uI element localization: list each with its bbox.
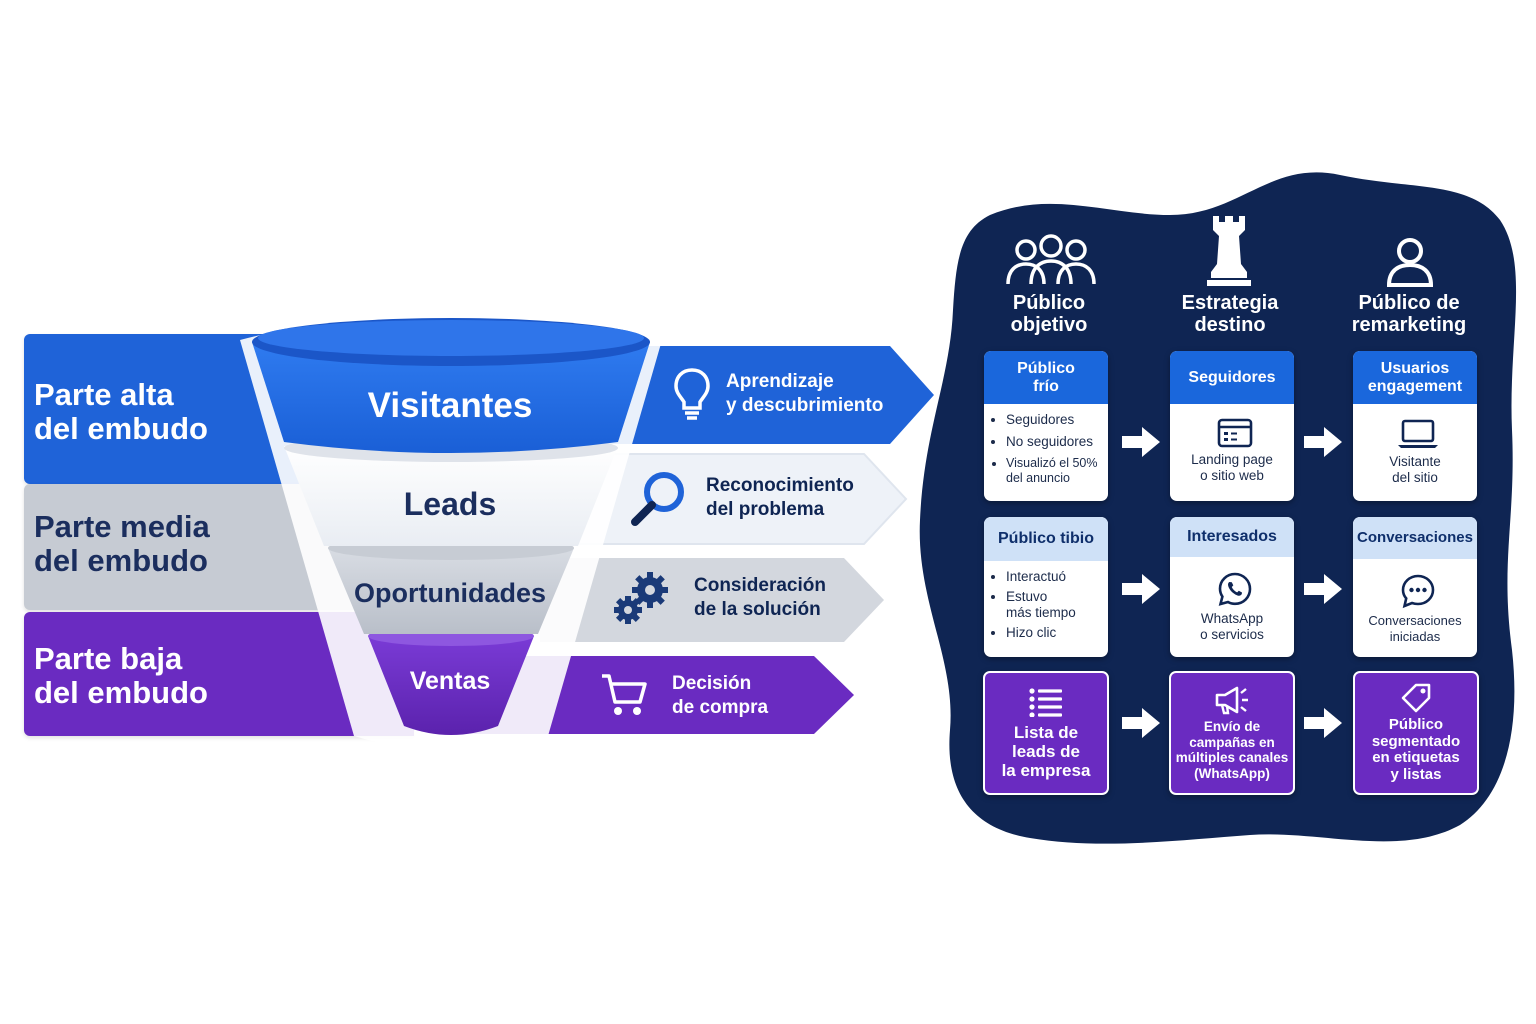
card-header: Público frío xyxy=(984,351,1108,404)
list-item: No seguidores xyxy=(1006,434,1102,450)
megaphone-icon xyxy=(1215,686,1248,715)
arrow-problem xyxy=(560,453,908,545)
card-cold-audience: Público frío Seguidores No seguidores Vi… xyxy=(984,351,1108,501)
flow-arrow-right xyxy=(1122,574,1160,604)
whatsapp-icon xyxy=(1218,572,1252,606)
arrow-label-problem: Reconocimiento del problema xyxy=(706,475,854,520)
list-item: Estuvo más tiempo xyxy=(1006,589,1102,621)
card-header: Público tibio xyxy=(984,517,1108,561)
funnel-level-leads: Leads xyxy=(403,486,497,522)
flow-arrow-right xyxy=(1304,574,1342,604)
funnel-level-visitors: Visitantes xyxy=(367,386,533,425)
flow-arrow-right xyxy=(1122,427,1160,457)
chess-rook-icon xyxy=(1207,216,1251,286)
card-header: Seguidores xyxy=(1170,351,1294,404)
arrow-label-learning: Aprendizaje y descubrimiento xyxy=(726,371,884,416)
card-header: Usuarios engagement xyxy=(1353,351,1477,404)
band-label-middle: Parte media del embudo xyxy=(34,509,210,578)
card-conversations: Conversaciones Conversaciones iniciadas xyxy=(1353,517,1477,657)
arrow-label-purchase: Decisión de compra xyxy=(672,673,769,718)
card-header: Interesados xyxy=(1170,517,1294,557)
gears-icon xyxy=(614,572,668,624)
band-label-top: Parte alta del embudo xyxy=(34,377,208,446)
list-item: Interactuó xyxy=(1006,569,1102,585)
flow-arrow-right xyxy=(1304,708,1342,738)
column-title-destination-strategy: Estrategia destino xyxy=(1181,292,1279,336)
flow-arrow-right xyxy=(1122,708,1160,738)
list-item: Seguidores xyxy=(1006,412,1102,428)
card-text: Visitante del sitio xyxy=(1389,454,1441,485)
list-item: Visualizó el 50% del anuncio xyxy=(1006,456,1102,486)
card-header: Conversaciones xyxy=(1353,517,1477,559)
laptop-icon xyxy=(1398,419,1438,448)
card-text: Conversaciones iniciadas xyxy=(1368,613,1462,644)
column-title-remarketing-audience: Público de remarketing xyxy=(1351,292,1467,336)
card-text: Landing page o sitio web xyxy=(1191,452,1273,483)
browser-window-icon xyxy=(1217,418,1253,448)
list-icon xyxy=(1029,688,1062,717)
funnel xyxy=(240,313,662,751)
lightbulb-icon xyxy=(674,368,710,420)
card-warm-audience: Público tibio Interactuó Estuvo más tiem… xyxy=(984,517,1108,657)
user-icon xyxy=(1386,238,1434,287)
arrow-learning xyxy=(560,346,934,444)
card-engaged-users: Usuarios engagement Visitante del sitio xyxy=(1353,351,1477,501)
flow-arrow-right xyxy=(1304,427,1342,457)
list-item: Hizo clic xyxy=(1006,625,1102,641)
card-text: Envío de campañas en múltiples canales (… xyxy=(1175,719,1289,781)
card-text: Público segmentado en etiquetas y listas xyxy=(1371,716,1461,783)
card-company-leads-list: Lista de leads de la empresa xyxy=(983,671,1109,795)
funnel-level-sales: Ventas xyxy=(409,667,491,695)
magnifier-icon xyxy=(631,472,684,526)
card-multichannel-campaigns: Envío de campañas en múltiples canales (… xyxy=(1169,671,1295,795)
card-followers: Seguidores Landing page o sitio web xyxy=(1170,351,1294,501)
card-interested: Interesados WhatsApp o servicios xyxy=(1170,517,1294,657)
column-title-target-audience: Público objetivo xyxy=(1010,292,1088,336)
chat-bubble-icon xyxy=(1401,574,1435,609)
cart-icon xyxy=(602,674,647,715)
funnel-level-opportunities: Oportunidades xyxy=(353,578,546,608)
card-segmented-audience: Público segmentado en etiquetas y listas xyxy=(1353,671,1479,795)
tag-icon xyxy=(1401,683,1431,713)
people-group-icon xyxy=(1006,234,1096,285)
arrow-label-solution: Consideración de la solución xyxy=(694,575,826,620)
card-text: Lista de leads de la empresa xyxy=(1001,723,1091,780)
card-text: WhatsApp o servicios xyxy=(1200,611,1264,642)
band-label-bottom: Parte baja del embudo xyxy=(34,641,208,710)
arrow-purchase xyxy=(470,656,854,734)
